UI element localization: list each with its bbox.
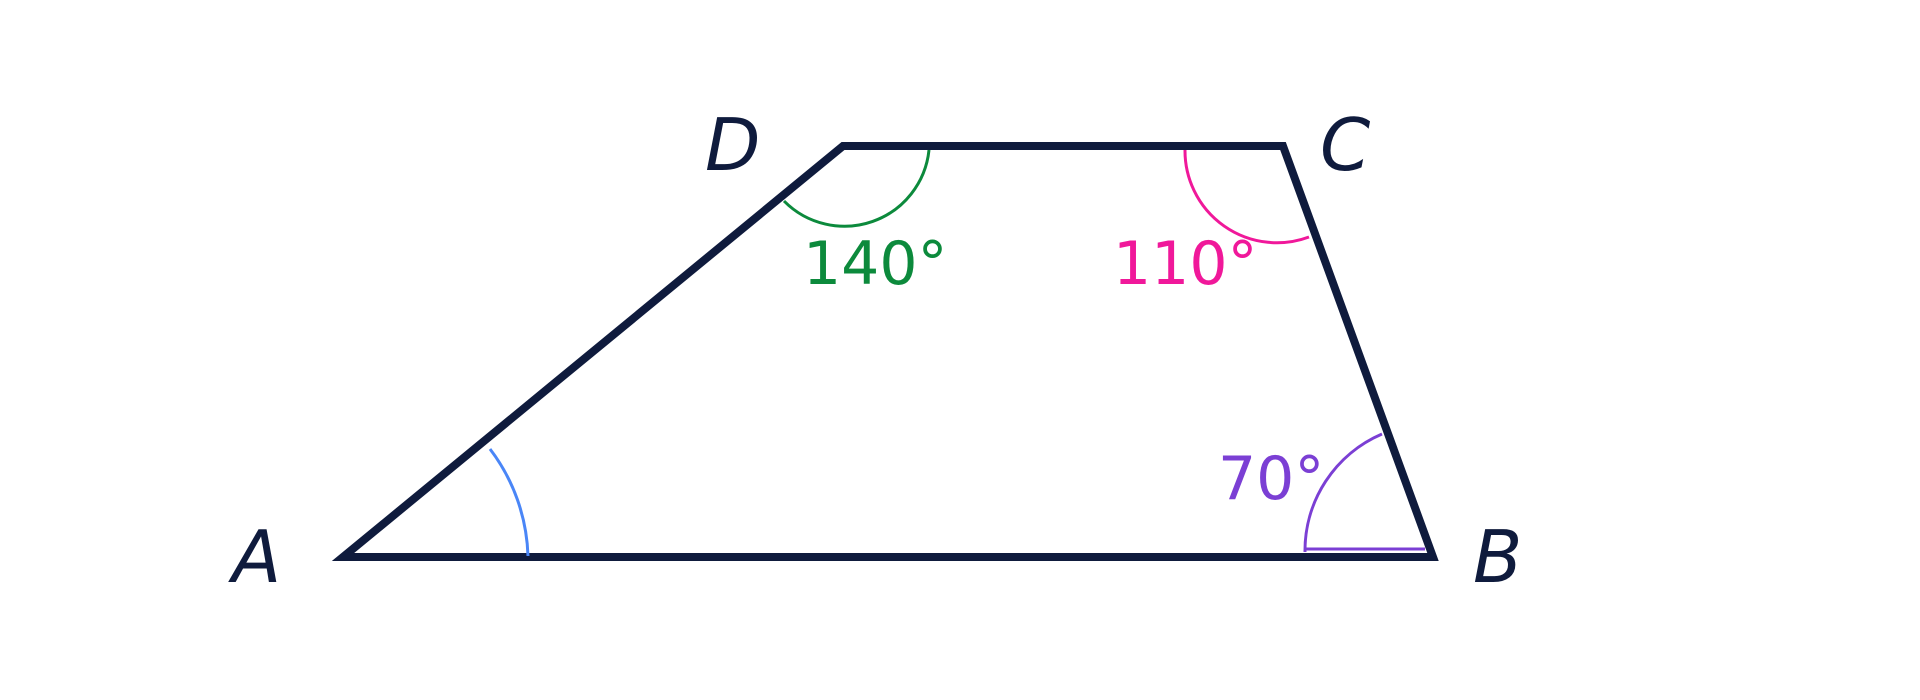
angle-arc-a: [488, 448, 530, 557]
angle-arc-d: [782, 149, 931, 228]
angle-label-d: 140°: [803, 229, 948, 299]
vertex-label-c: C: [1320, 103, 1371, 187]
vertex-label-d: D: [705, 103, 760, 187]
vertex-label-b: B: [1473, 515, 1522, 599]
angle-arc-c: [1183, 149, 1310, 245]
angle-arc-b: [1303, 432, 1383, 553]
angle-label-b: 70°: [1218, 444, 1324, 514]
trapezoid-outline: [331, 142, 1439, 561]
vertex-label-a: A: [228, 515, 281, 599]
angle-label-c: 110°: [1113, 229, 1258, 299]
